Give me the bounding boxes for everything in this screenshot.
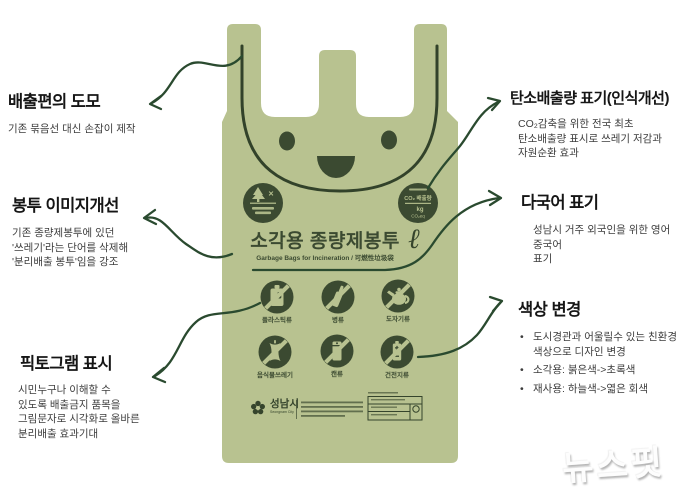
no-bottle-icon	[321, 280, 355, 314]
color-bullet-3: 재사용: 하늘색->엷은 회색	[520, 382, 678, 397]
city-logo-icon	[251, 400, 265, 415]
footer-city-block: 성남시 Seongnam City	[270, 399, 299, 415]
annotation-multilang: 다국어 표기 성남시 거주 외국인을 위한 영어 중국어 표기	[521, 189, 679, 267]
footer-city-name: 성남시	[270, 398, 299, 410]
picto-label-can: 캔류	[331, 371, 343, 378]
annotation-pictogram: 픽토그램 표시 시민누구나 이해할 수 있도록 배출금지 품목을 그림문자로 시…	[18, 350, 210, 442]
no-foodwaste-icon	[258, 335, 292, 369]
no-can-icon	[320, 334, 354, 368]
bag-subtitle: Garbage Bags for Incineration / 可燃性垃圾袋	[256, 255, 394, 262]
arrow-color	[416, 295, 504, 359]
svg-text:✕: ✕	[268, 191, 274, 198]
annotation-arrows	[142, 54, 504, 384]
annotation-color-bullets: 도시경관과 어울릴수 있는 친환경 색상으로 디자인 변경 소각용: 붉은색->…	[520, 330, 678, 397]
annotation-carbon-title: 탄소배출량 표기(인식개선)	[510, 90, 669, 107]
arrow-disposal	[148, 54, 244, 111]
no-battery-icon	[380, 335, 414, 369]
no-tree-badge: ✕	[243, 183, 283, 223]
annotation-disposal-title: 배출편의 도모	[8, 93, 101, 111]
annotation-image-body: 기존 종량제봉투에 있던 '쓰레기'라는 단어를 삭제해 '분리배출 봉투'임을…	[12, 227, 129, 269]
arrow-multilang	[251, 189, 503, 272]
picto-label-foodwaste: 음식물쓰레기	[257, 372, 293, 379]
co2-badge-line2: kg	[416, 207, 423, 213]
bag-title: 소각용 종량제봉투	[250, 231, 400, 252]
picto-label-ceramic: 도자기류	[386, 316, 410, 323]
picto-label-battery: 건전지류	[385, 372, 409, 379]
co2-badge-line1: CO₂ 배출량	[404, 194, 431, 202]
drawstring-line	[240, 44, 439, 193]
annotation-image-title: 봉투 이미지개선	[12, 197, 119, 215]
annotation-pictogram-title: 픽토그램 표시	[20, 355, 113, 373]
annotation-image: 봉투 이미지개선 기존 종량제봉투에 있던 '쓰레기'라는 단어를 삭제해 '분…	[12, 192, 202, 270]
annotation-pictogram-body: 시민누구나 이해할 수 있도록 배출금지 품목을 그림문자로 시각화로 올바른 …	[18, 384, 140, 441]
annotation-multilang-title: 다국어 표기	[521, 194, 599, 212]
liter-symbol: ℓ	[408, 222, 420, 255]
annotation-carbon: 탄소배출량 표기(인식개선) CO₂감축을 위한 전국 최초 탄소배출량 표시로…	[510, 87, 678, 161]
arrow-carbon	[426, 96, 502, 190]
annotation-color: 색상 변경 도시경관과 어울릴수 있는 친환경 색상으로 디자인 변경 소각용:…	[518, 296, 678, 401]
color-bullet-2: 소각용: 붉은색->초록색	[520, 363, 678, 378]
arrow-pictogram	[151, 301, 262, 384]
picto-label-bottle: 병류	[332, 317, 344, 324]
co2-badge-topline	[409, 188, 427, 191]
footer-fine-print-bars	[296, 400, 363, 419]
picto-label-plastic: 플라스틱류	[262, 317, 292, 324]
news-watermark: 뉴스핏	[561, 443, 667, 489]
co2-badge: CO₂ 배출량 kg CO₂eq	[398, 183, 438, 223]
annotation-color-title: 색상 변경	[518, 301, 581, 319]
footer-form-box	[367, 392, 423, 421]
color-bullet-1: 도시경관과 어울릴수 있는 친환경 색상으로 디자인 변경	[520, 330, 678, 359]
co2-badge-line3: CO₂eq	[411, 214, 425, 219]
no-plastic-icon	[260, 280, 294, 314]
annotation-carbon-body: CO₂감축을 위한 전국 최초 탄소배출량 표시로 쓰레기 저감과 자원순환 효…	[518, 118, 662, 160]
arrow-image	[142, 208, 234, 259]
footer-city-name-en: Seongnam City	[270, 410, 294, 414]
annotation-disposal: 배출편의 도모 기존 묶음선 대신 손잡이 제작	[8, 88, 198, 137]
annotation-multilang-body: 성남시 거주 외국인을 위한 영어 중국어 표기	[533, 224, 671, 266]
annotation-disposal-body: 기존 묶음선 대신 손잡이 제작	[8, 123, 136, 135]
smiley-face-icon	[279, 130, 397, 178]
no-ceramic-icon	[381, 279, 415, 313]
